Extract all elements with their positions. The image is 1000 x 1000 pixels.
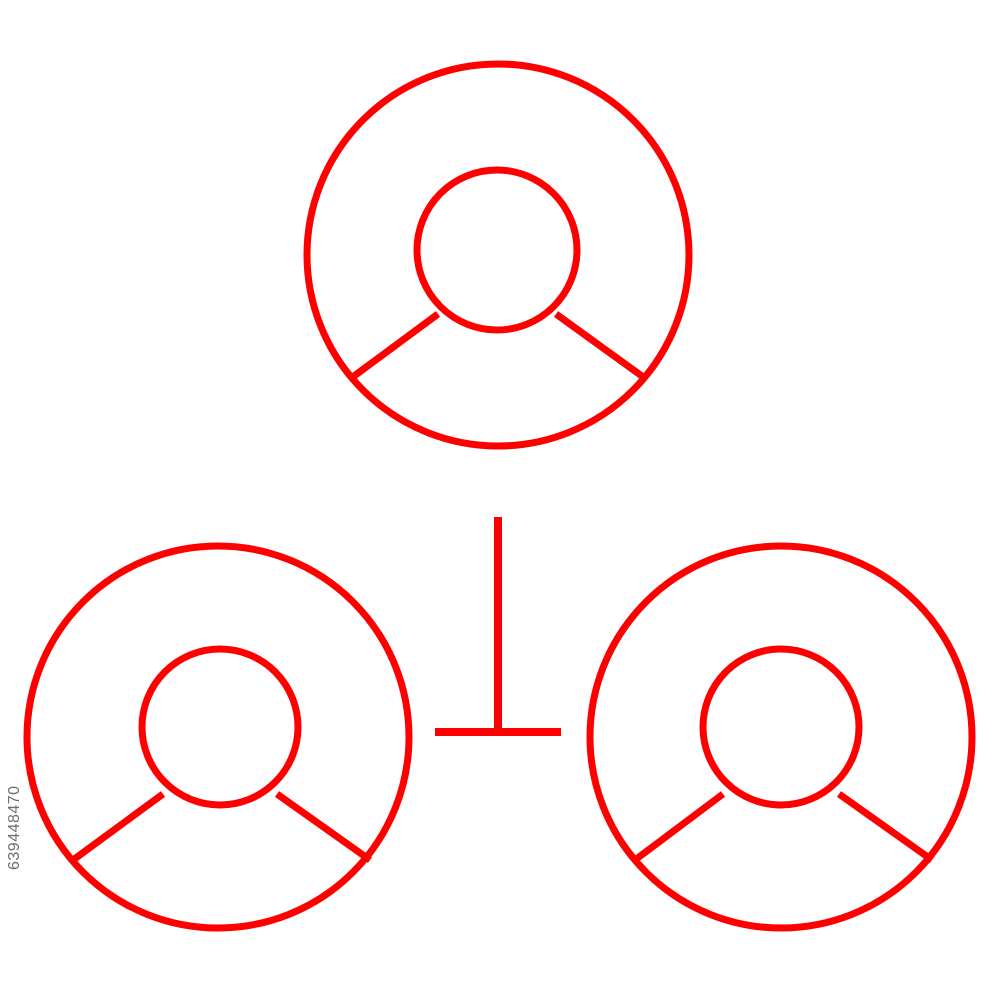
avatar-outer-ring [23,542,413,932]
avatar-head [699,645,863,809]
avatar-shoulder-right [553,311,649,382]
user-avatar-icon-top [303,60,693,450]
avatar-head [413,166,581,334]
avatar-outer-ring [303,60,693,450]
avatar-shoulder-left [70,791,166,863]
user-avatar-icon-bottom-left [23,542,413,932]
user-avatar-icon-bottom-right [586,542,976,932]
avatar-shoulder-left [632,791,726,863]
avatar-shoulder-right [836,791,935,863]
avatar-shoulder-left [347,311,441,382]
avatar-head [138,645,302,809]
tee-connector-icon [435,517,561,736]
avatar-shoulder-right [274,791,373,863]
avatar-outer-ring [586,542,976,932]
